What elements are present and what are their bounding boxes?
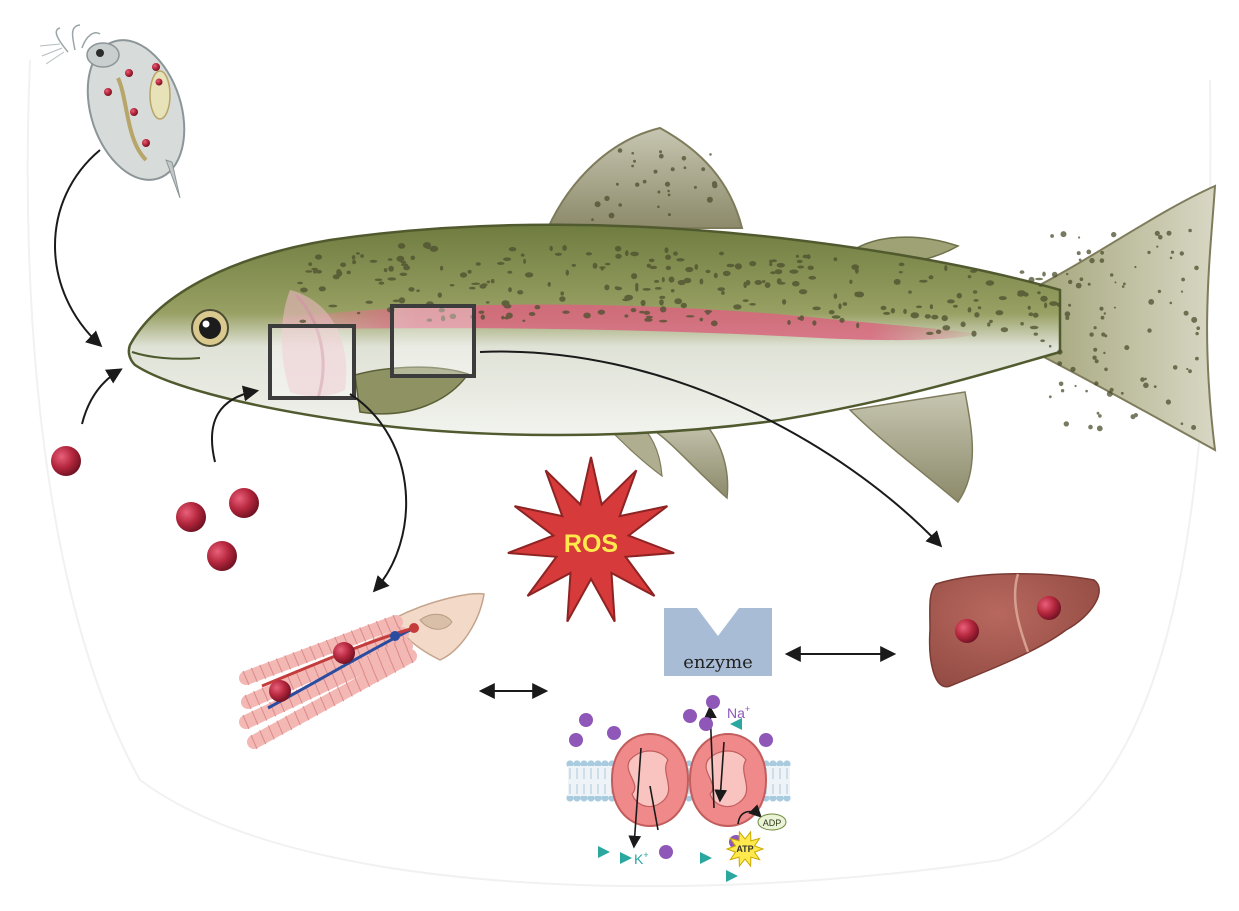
gill-icon <box>243 594 484 749</box>
ros-star-icon: ROS <box>508 457 674 622</box>
microplastic-particle-icon <box>207 541 237 571</box>
sodium-label: Na+ <box>727 704 750 721</box>
ion-pump-icon: Na+ K+ ADP ATP <box>566 695 790 882</box>
svg-text:ADP: ADP <box>763 818 782 828</box>
microplastic-particle-icon <box>176 502 206 532</box>
potassium-label: K+ <box>634 850 649 867</box>
microplastic-particle-icon-group <box>51 446 259 571</box>
svg-text:ATP: ATP <box>736 844 753 854</box>
microplastic-particle-icon <box>229 488 259 518</box>
arrow-particle-to-mouth <box>82 370 120 424</box>
microplastic-particle-icon <box>333 642 355 664</box>
daphnia-icon <box>40 25 201 198</box>
ros-label: ROS <box>564 530 618 558</box>
arrow-daphnia-to-mouth <box>55 150 100 345</box>
microplastic-particle-icon <box>955 619 979 643</box>
enzyme-label: enzyme <box>683 652 753 673</box>
microplastic-particle-icon <box>269 680 291 702</box>
microplastic-particle-icon <box>51 446 81 476</box>
trout-icon <box>129 128 1215 502</box>
microplastic-particle-icon <box>1037 596 1061 620</box>
adp-badge: ADP <box>758 814 786 830</box>
liver-icon <box>930 574 1100 687</box>
enzyme-icon: enzyme <box>664 608 772 676</box>
